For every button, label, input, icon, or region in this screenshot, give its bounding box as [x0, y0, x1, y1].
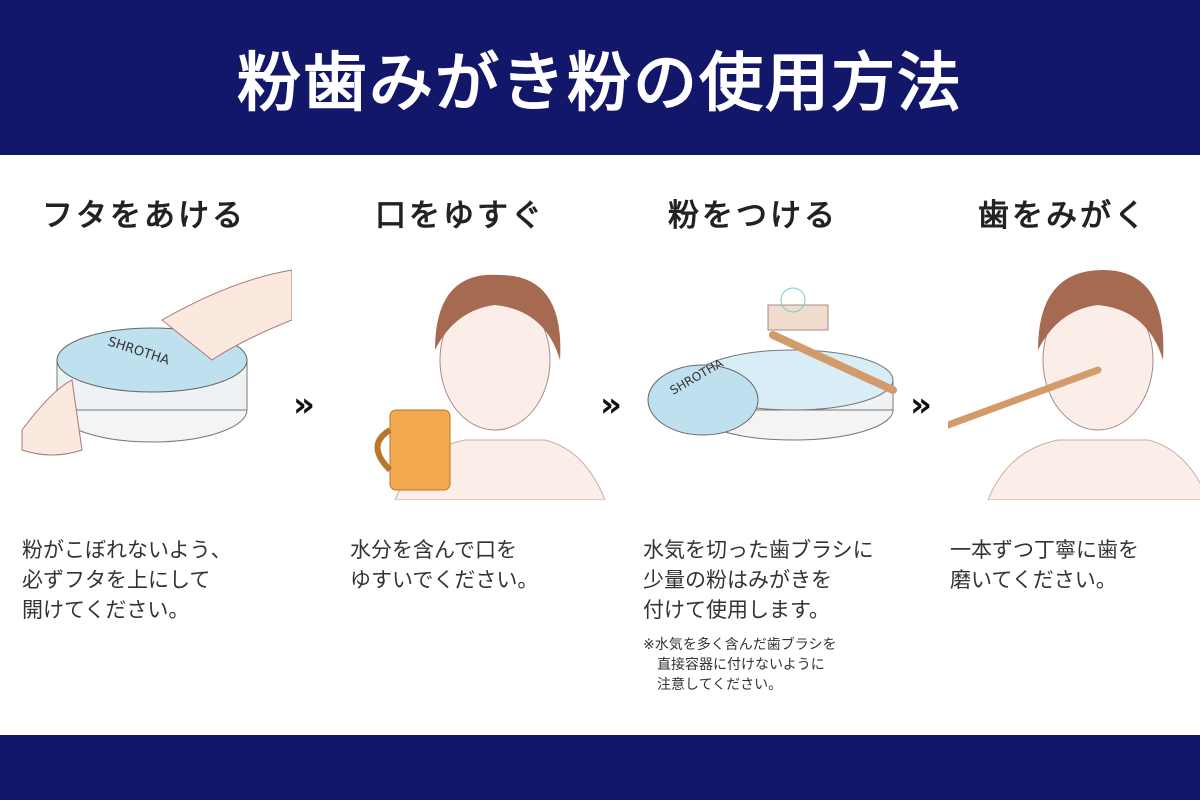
step-brush-teeth: 歯をみがく 一本ずつ丁寧に歯を 磨いてください。	[948, 190, 1200, 592]
title-banner: 粉歯みがき粉の使用方法	[0, 0, 1200, 155]
apply-powder-illustration: SHROTHA	[647, 287, 897, 441]
step-heading: 口をゆすぐ	[375, 198, 545, 234]
next-arrow-icon: »	[600, 385, 622, 425]
page-title: 粉歯みがき粉の使用方法	[237, 45, 963, 121]
step-description: 水気を切った歯ブラシに 少量の粉はみがきを 付けて使用します。	[643, 538, 874, 622]
step-heading: 歯をみがく	[978, 198, 1148, 234]
brush-teeth-illustration	[948, 270, 1200, 500]
step-heading: 粉をつける	[668, 198, 838, 234]
step-description: 粉がこぼれないよう、 必ずフタを上にして 開けてください。	[22, 538, 232, 622]
next-arrow-icon: »	[293, 385, 315, 425]
next-arrow-icon: »	[910, 385, 932, 425]
rinse-illustration	[374, 274, 606, 500]
step-open-lid: フタをあける SHROTHA 粉がこぼれないよう、 必ずフタを上にして 開けてく…	[21, 190, 342, 622]
footer-banner	[0, 735, 1200, 800]
step-rinse: 口をゆすぐ 水分を含んで口を ゆすいでください。	[350, 190, 675, 592]
open-lid-illustration: SHROTHA	[21, 269, 292, 456]
step-apply-powder: 粉をつける SHROTHA 水気を切った歯ブラシに 少量の粉はみがきを 付けて使…	[643, 190, 968, 693]
step-heading: フタをあける	[42, 198, 246, 234]
step-description: 一本ずつ丁寧に歯を 磨いてください。	[950, 538, 1139, 592]
step-description: 水分を含んで口を ゆすいでください。	[350, 538, 539, 592]
step-note: ※水気を多く含んだ歯ブラシを 直接容器に付けないように 注意してください。	[643, 637, 837, 693]
